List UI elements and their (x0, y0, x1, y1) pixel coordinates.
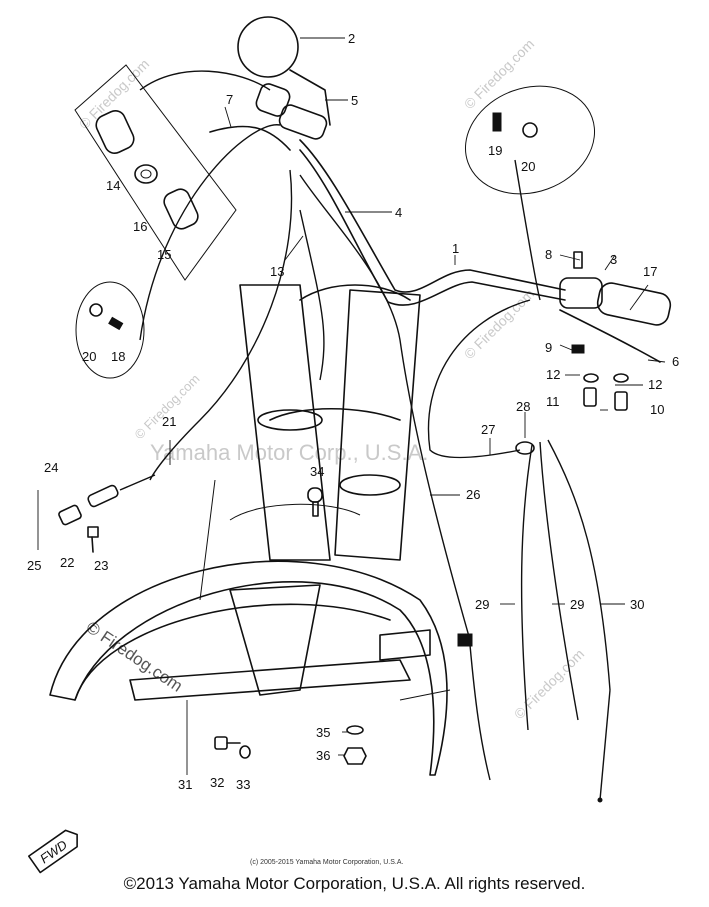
forward-badge-label: FWD (37, 837, 70, 866)
callout-24: 24 (44, 460, 58, 475)
cables (58, 70, 611, 803)
callout-36: 36 (316, 748, 330, 763)
callout-30: 30 (630, 597, 644, 612)
callout-20: 20 (82, 349, 96, 364)
callout-7: 7 (226, 92, 233, 107)
fine-print: (c) 2005-2015 Yamaha Motor Corporation, … (250, 859, 403, 866)
site-watermark: © Firedog.com (461, 286, 537, 362)
callout-22: 22 (60, 555, 74, 570)
leader-lines (37, 37, 666, 775)
callout-18: 18 (111, 349, 125, 364)
callout-13: 13 (270, 264, 284, 279)
callout-8: 8 (545, 247, 552, 262)
fork-assembly (199, 284, 421, 601)
handlebar (209, 16, 672, 411)
callout-35: 35 (316, 725, 330, 740)
callout-1: 1 (452, 241, 459, 256)
callout-5: 5 (351, 93, 358, 108)
callout-6: 6 (672, 354, 679, 369)
callout-33: 33 (236, 777, 250, 792)
callout-10: 10 (650, 402, 664, 417)
brand-watermark: Yamaha Motor Corp., U.S.A. (150, 440, 428, 465)
callout-9: 9 (545, 340, 552, 355)
forward-badge: FWD (27, 829, 78, 874)
callout-27: 27 (481, 422, 495, 437)
callout-12: 12 (648, 377, 662, 392)
site-watermark: © Firedog.com (461, 36, 537, 112)
callout-11: 11 (546, 394, 560, 409)
callout-23: 23 (94, 558, 108, 573)
callout-19: 19 (488, 143, 502, 158)
callout-28: 28 (516, 399, 530, 414)
callout-4: 4 (395, 205, 402, 220)
callout-31: 31 (178, 777, 192, 792)
callout-32: 32 (210, 775, 224, 790)
callout-34: 34 (310, 464, 324, 479)
callout-numbers: 1 2 3 4 5 6 7 8 9 10 11 12 12 13 14 15 1… (27, 31, 679, 792)
callout-21: 21 (162, 414, 176, 429)
site-watermark: © Firedog.com (132, 371, 203, 442)
inset-left-nut (75, 281, 145, 379)
callout-25: 25 (27, 558, 41, 573)
inset-grips (74, 64, 237, 281)
callout-20: 20 (521, 159, 535, 174)
callout-15: 15 (157, 247, 171, 262)
front-fender (49, 560, 451, 776)
callout-12: 12 (546, 367, 560, 382)
callout-14: 14 (106, 178, 120, 193)
callout-29: 29 (570, 597, 584, 612)
callout-2: 2 (348, 31, 355, 46)
callout-16: 16 (133, 219, 147, 234)
copyright-notice: ©2013 Yamaha Motor Corporation, U.S.A. A… (123, 874, 586, 893)
callout-26: 26 (466, 487, 480, 502)
callout-17: 17 (643, 264, 657, 279)
callout-3: 3 (610, 252, 617, 267)
site-watermark: © Firedog.com (76, 56, 152, 132)
callout-29: 29 (475, 597, 489, 612)
inset-mirror-nut (464, 85, 596, 195)
watermarks: Yamaha Motor Corp., U.S.A. © Firedog.com… (76, 36, 587, 722)
